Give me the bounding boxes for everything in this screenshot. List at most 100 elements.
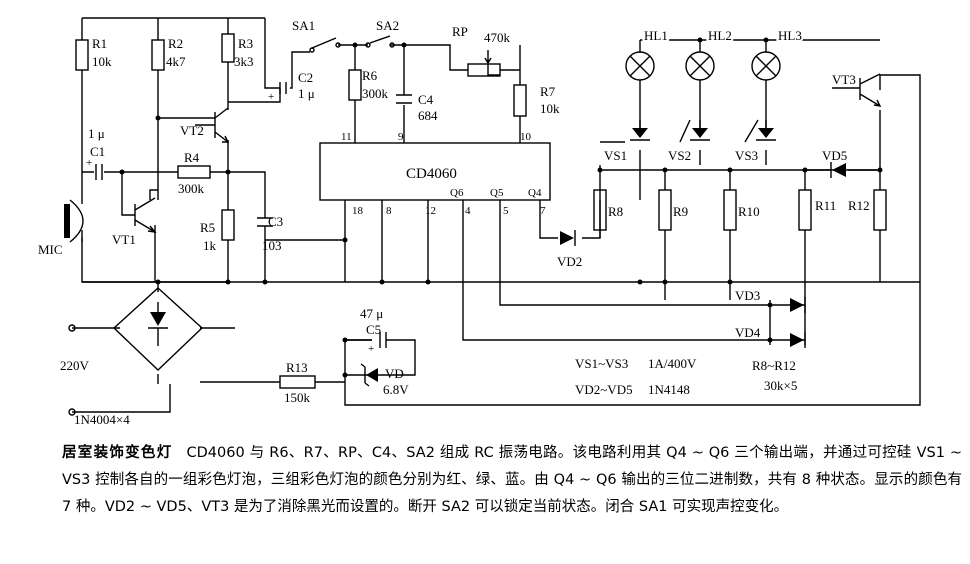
svg-text:RP: RP: [452, 24, 468, 39]
switch-sa1: SA1: [292, 18, 341, 53]
svg-text:VD2: VD2: [557, 254, 582, 269]
transistor-vt2: VT2: [180, 107, 230, 143]
svg-text:150k: 150k: [284, 390, 311, 405]
svg-text:684: 684: [418, 108, 438, 123]
spec-part: R8~R12: [752, 358, 796, 373]
svg-text:+: +: [368, 343, 374, 355]
svg-text:470k: 470k: [484, 30, 511, 45]
lamp-hl2: HL2: [685, 26, 734, 81]
circuit-schematic: R1 10k R2 4k7 R3 3k3 R5 1k R6 300k R7 10…: [38, 17, 921, 427]
spec-value: 30k×5: [764, 378, 797, 393]
spec-value: 1A/400V: [648, 356, 697, 371]
svg-text:C2: C2: [298, 70, 313, 85]
svg-text:12: 12: [425, 205, 436, 217]
svg-text:R11: R11: [815, 198, 836, 213]
svg-text:VD4: VD4: [735, 325, 761, 340]
transistor-vt3: VT3: [832, 72, 882, 107]
svg-text:VT2: VT2: [180, 123, 204, 138]
spec-part: VD2~VD5: [575, 382, 633, 397]
svg-text:+: +: [268, 91, 274, 103]
svg-text:18: 18: [352, 205, 364, 217]
svg-text:R4: R4: [184, 150, 200, 165]
svg-text:9: 9: [398, 131, 404, 143]
svg-text:+: +: [86, 157, 92, 169]
svg-text:8: 8: [386, 205, 392, 217]
svg-text:R1: R1: [92, 36, 107, 51]
resistor-r7: R7 10k: [513, 84, 560, 117]
resistor-r9: R9: [658, 189, 688, 231]
resistor-r11: R11: [798, 189, 836, 231]
svg-text:3k3: 3k3: [234, 54, 254, 69]
resistor-r6: R6 300k: [348, 68, 389, 101]
spec-value: 1N4148: [648, 382, 690, 397]
svg-text:MIC: MIC: [38, 242, 63, 257]
transistor-vt1: VT1: [112, 197, 157, 247]
svg-text:300k: 300k: [178, 181, 205, 196]
svg-text:SA2: SA2: [376, 18, 399, 33]
svg-text:1 μ: 1 μ: [88, 126, 105, 141]
svg-text:10: 10: [520, 131, 532, 143]
svg-text:VS2: VS2: [668, 148, 691, 163]
svg-text:7: 7: [540, 205, 546, 217]
svg-text:R3: R3: [238, 36, 253, 51]
svg-text:C5: C5: [366, 322, 381, 337]
svg-text:300k: 300k: [362, 86, 389, 101]
svg-text:CD4060: CD4060: [406, 166, 457, 182]
svg-text:SA1: SA1: [292, 18, 315, 33]
diode-vd3: VD3: [735, 288, 806, 313]
caption-title: 居室装饰变色灯: [62, 445, 173, 461]
diode-vd4: VD4: [735, 325, 806, 348]
capacitor-c2: C2 1 μ +: [268, 70, 315, 103]
diode-vd5: VD5: [822, 148, 847, 178]
svg-text:VS1: VS1: [604, 148, 627, 163]
potentiometer-rp: RP 470k: [452, 24, 511, 77]
svg-text:1k: 1k: [203, 238, 217, 253]
svg-text:R6: R6: [362, 68, 378, 83]
svg-text:VD5: VD5: [822, 148, 847, 163]
svg-text:VS3: VS3: [735, 148, 758, 163]
resistor-r3: R3 3k3: [221, 33, 254, 69]
thyristor-vs1: VS1: [604, 120, 650, 163]
svg-text:HL1: HL1: [644, 28, 668, 43]
svg-text:10k: 10k: [540, 101, 560, 116]
spec-table: VS1~VS3 1A/400V VD2~VD5 1N4148 R8~R12 30…: [575, 356, 797, 397]
svg-text:VD3: VD3: [735, 288, 760, 303]
svg-text:R12: R12: [848, 198, 870, 213]
svg-text:R13: R13: [286, 360, 308, 375]
svg-text:HL2: HL2: [708, 28, 732, 43]
thyristor-vs2: VS2: [668, 120, 710, 163]
bridge-rectifier: 220V 1N4004×4: [60, 287, 204, 427]
svg-text:220V: 220V: [60, 358, 90, 373]
svg-text:HL3: HL3: [778, 28, 802, 43]
wiring: [72, 17, 921, 413]
svg-text:11: 11: [341, 131, 352, 143]
svg-text:R7: R7: [540, 84, 556, 99]
svg-text:VT3: VT3: [832, 72, 856, 87]
svg-text:R9: R9: [673, 204, 688, 219]
diode-vd2: VD2: [557, 230, 582, 269]
svg-text:C4: C4: [418, 92, 434, 107]
resistor-r13: R13 150k: [279, 360, 316, 405]
svg-text:47 μ: 47 μ: [360, 306, 383, 321]
svg-text:Q4: Q4: [528, 187, 542, 199]
capacitor-c3: C3 103: [257, 214, 283, 253]
svg-text:C1: C1: [90, 144, 105, 159]
capacitor-c4: C4 684: [396, 92, 438, 123]
microphone-icon: MIC: [38, 199, 84, 257]
svg-text:4: 4: [465, 205, 471, 217]
svg-text:5: 5: [503, 205, 509, 217]
svg-text:4k7: 4k7: [166, 54, 186, 69]
lamp-hl3: HL3: [751, 26, 804, 81]
switch-sa2: SA2: [365, 18, 399, 48]
resistor-r8: R8: [593, 189, 623, 231]
svg-text:R8: R8: [608, 204, 623, 219]
resistor-r5: R5 1k: [200, 209, 235, 253]
svg-text:10k: 10k: [92, 54, 112, 69]
resistor-r12: R12: [848, 189, 887, 231]
junctions: [119, 37, 883, 378]
zener-diode-vd: VD 6.8V: [360, 363, 409, 397]
svg-text:VD: VD: [385, 366, 404, 381]
resistor-r10: R10: [723, 189, 760, 231]
resistor-r1: R1 10k: [75, 36, 112, 71]
ic-cd4060: CD4060 11 9 10 18 8 12 4 5 7 Q6 Q5 Q4: [319, 131, 551, 217]
